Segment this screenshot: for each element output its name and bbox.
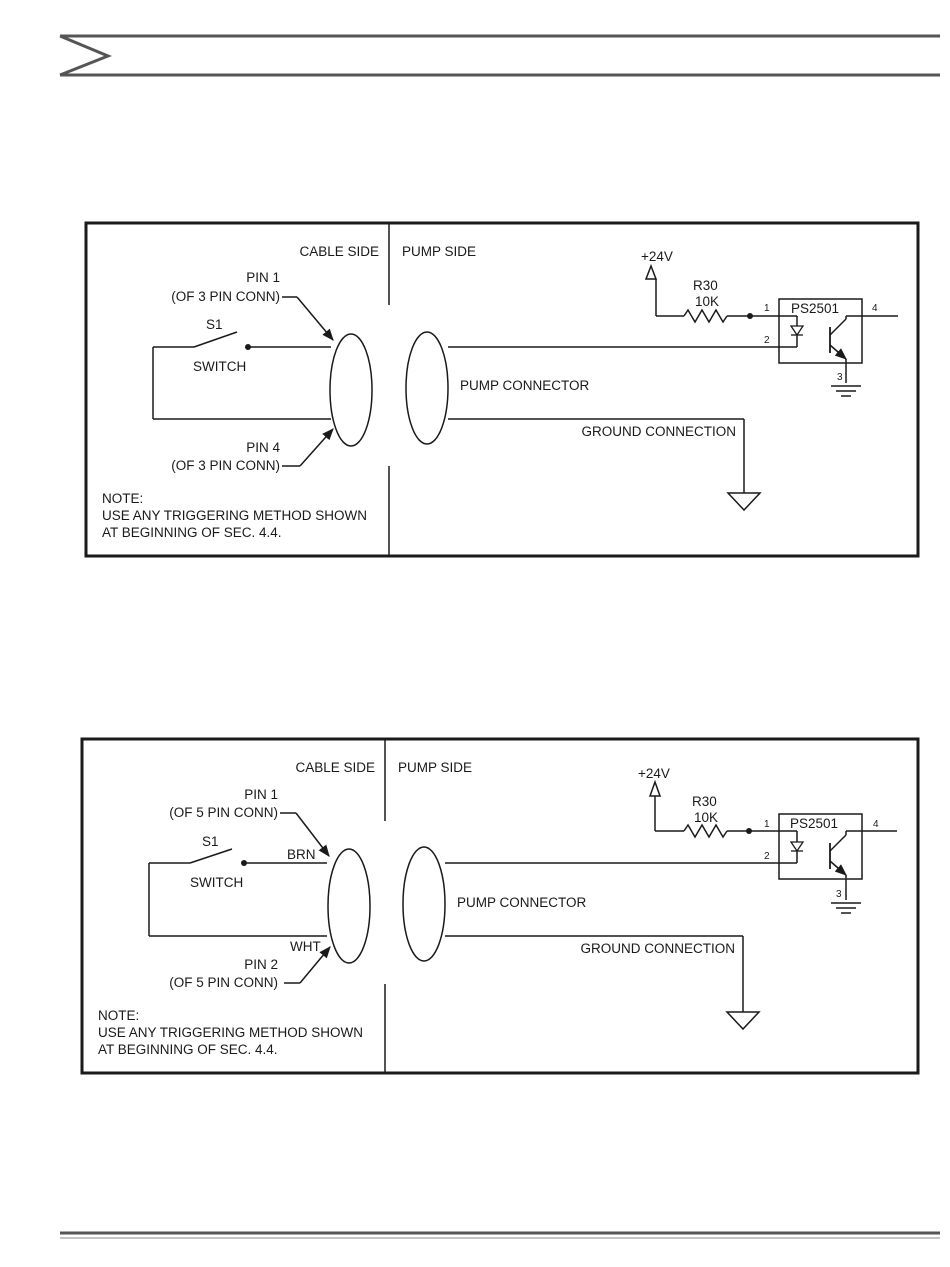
pin-top-arrow xyxy=(295,812,330,857)
wire-top-label: BRN xyxy=(287,847,316,862)
pin-bottom-line1: PIN 4 xyxy=(246,440,280,455)
switch-circuit xyxy=(148,848,327,937)
pin-number-4: 4 xyxy=(872,303,878,314)
note-line-2: USE ANY TRIGGERING METHOD SHOWN xyxy=(98,1025,363,1040)
led-diode-icon xyxy=(789,325,805,337)
optocoupler-package xyxy=(778,298,863,364)
pin-top-line1: PIN 1 xyxy=(244,787,278,802)
pin-top-line2: (OF 3 PIN CONN) xyxy=(171,289,280,304)
pin-number-1: 1 xyxy=(764,819,770,830)
junction-dot xyxy=(747,313,753,319)
switch-ref: S1 xyxy=(206,317,223,332)
resistor-symbol xyxy=(683,308,728,324)
switch-label: SWITCH xyxy=(193,359,246,374)
diagram-frame xyxy=(80,737,920,1075)
cable-connector xyxy=(327,848,371,964)
resistor-ref: R30 xyxy=(693,278,718,293)
supply-label: +24V xyxy=(641,249,673,264)
pin-number-3: 3 xyxy=(837,372,843,383)
note-line-3: AT BEGINNING OF SEC. 4.4. xyxy=(102,525,282,540)
pump-side-label: PUMP SIDE xyxy=(398,760,472,775)
switch-circuit xyxy=(152,331,331,420)
pin-top-arrow xyxy=(296,296,334,341)
header-chevron-icon xyxy=(59,34,112,77)
ground-connection-label: GROUND CONNECTION xyxy=(582,424,737,439)
pump-connector xyxy=(405,331,449,445)
switch-ref: S1 xyxy=(202,834,219,849)
resistor-value: 10K xyxy=(695,294,719,309)
page-footer xyxy=(60,1231,940,1239)
wire-bottom-label: WHT xyxy=(290,939,321,954)
pin-number-1: 1 xyxy=(764,303,770,314)
supply-label: +24V xyxy=(638,766,670,781)
pin-number-2: 2 xyxy=(764,851,770,862)
switch-blade xyxy=(193,331,238,348)
switch-blade xyxy=(189,848,233,864)
optocoupler-package xyxy=(778,813,863,880)
resistor-symbol xyxy=(683,823,728,839)
note-line-3: AT BEGINNING OF SEC. 4.4. xyxy=(98,1042,278,1057)
pump-connector-label: PUMP CONNECTOR xyxy=(457,895,587,910)
ground-triangle-icon xyxy=(726,492,762,512)
ground-connection-label: GROUND CONNECTION xyxy=(581,941,736,956)
cable-side-label: CABLE SIDE xyxy=(295,760,375,775)
pin-bottom-arrow xyxy=(299,428,334,467)
pin-bottom-line1: PIN 2 xyxy=(244,957,278,972)
pin-top-line2: (OF 5 PIN CONN) xyxy=(169,805,278,820)
supply-circuit: +24V R30 10K xyxy=(638,766,779,839)
pin-number-2: 2 xyxy=(764,335,770,346)
pump-connector xyxy=(402,846,446,962)
pin-number-3: 3 xyxy=(836,889,842,900)
cable-connector xyxy=(329,333,373,447)
page-header xyxy=(59,34,940,77)
resistor-value: 10K xyxy=(694,810,718,825)
resistor-ref: R30 xyxy=(692,794,717,809)
pump-connector-label: PUMP CONNECTOR xyxy=(460,378,590,393)
optocoupler: PS2501 1 2 3 4 xyxy=(764,813,897,914)
pump-side-label: PUMP SIDE xyxy=(402,244,476,259)
chassis-ground-icon xyxy=(831,902,861,914)
pin-bottom-line2: (OF 5 PIN CONN) xyxy=(169,975,278,990)
junction-dot xyxy=(746,828,752,834)
note-line-1: NOTE: xyxy=(98,1008,139,1023)
pin-bottom-line2: (OF 3 PIN CONN) xyxy=(171,458,280,473)
supply-arrow-icon xyxy=(648,779,662,797)
wiring-diagram-5-pin: CABLE SIDE PUMP SIDE PIN 1 (OF 5 PIN CON… xyxy=(80,737,920,1075)
cable-side-label: CABLE SIDE xyxy=(299,244,379,259)
optocoupler-label: PS2501 xyxy=(791,301,839,316)
pin-number-4: 4 xyxy=(873,819,879,830)
note-line-2: USE ANY TRIGGERING METHOD SHOWN xyxy=(102,508,367,523)
switch-label: SWITCH xyxy=(190,875,243,890)
optocoupler-label: PS2501 xyxy=(790,816,838,831)
pin-top-line1: PIN 1 xyxy=(246,270,280,285)
wiring-diagram-3-pin: CABLE SIDE PUMP SIDE PIN 1 (OF 3 PIN CON… xyxy=(84,221,920,558)
chassis-ground-icon xyxy=(831,385,861,397)
note-line-1: NOTE: xyxy=(102,491,143,506)
supply-arrow-icon xyxy=(644,263,658,280)
pin-bottom-arrow xyxy=(299,946,331,984)
ground-triangle-icon xyxy=(725,1011,761,1031)
diagram-frame xyxy=(84,221,920,558)
optocoupler: PS2501 1 2 3 4 xyxy=(764,298,898,397)
led-diode-icon xyxy=(789,841,805,853)
supply-circuit: +24V R30 10K xyxy=(641,249,779,324)
